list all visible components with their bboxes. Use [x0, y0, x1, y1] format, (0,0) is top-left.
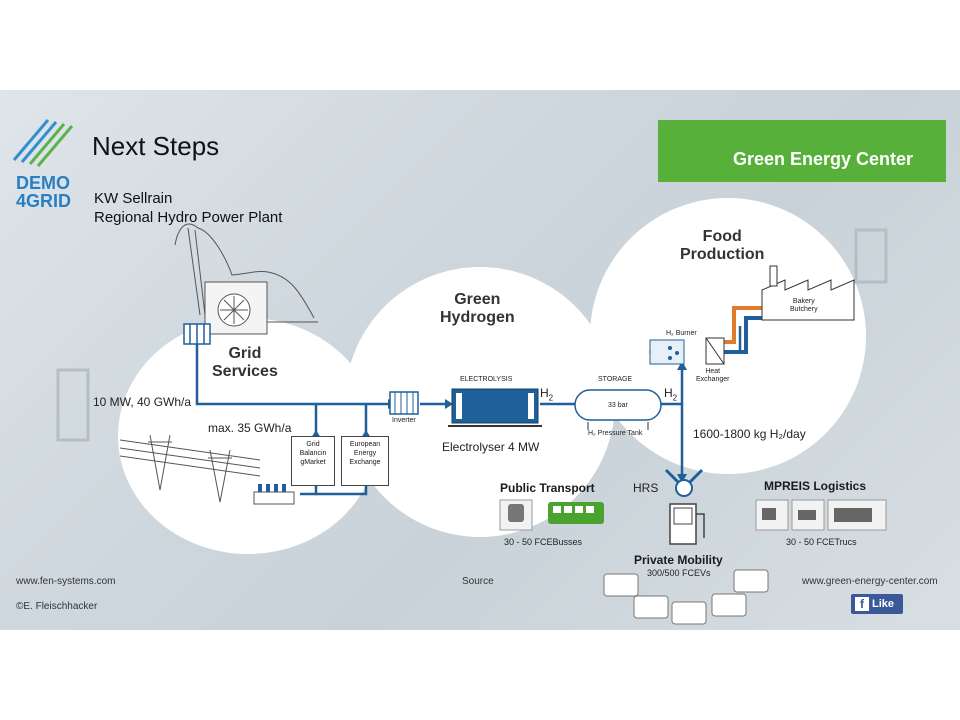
- private-mobility-count: 300/500 FCEVs: [647, 568, 711, 578]
- flow-label: 1600-1800 kg H₂/day: [693, 427, 806, 441]
- plant-line1: KW Sellrain: [94, 190, 173, 207]
- circle-food-production: [590, 198, 866, 474]
- public-transport-title: Public Transport: [500, 481, 595, 495]
- burner-label: H₂ Burner: [666, 330, 697, 337]
- footer-source: Source: [462, 576, 494, 587]
- footer-right-url[interactable]: www.green-energy-center.com: [802, 576, 938, 587]
- hrs-label: HRS: [633, 481, 659, 495]
- electrolysis-label: ELECTROLYSIS: [460, 376, 513, 383]
- green-hydrogen-line2: Hydrogen: [440, 309, 515, 326]
- brand-name: Green Energy Center: [733, 149, 914, 169]
- heat-exchanger-line2: Exchanger: [696, 376, 730, 383]
- grid-market-box: Grid Balancin gMarket: [291, 436, 335, 486]
- plant-name: KW Sellrain Regional Hydro Power Plant: [94, 189, 282, 227]
- private-mobility-title: Private Mobility: [634, 553, 723, 567]
- section-green-hydrogen: Green Hydrogen: [440, 291, 515, 327]
- energy-exchange-box: European Energy Exchange: [341, 436, 389, 486]
- footer-copyright: ©E. Fleischhacker: [16, 601, 98, 612]
- footer-left-url[interactable]: www.fen-systems.com: [16, 576, 116, 587]
- logistics-count: 30 - 50 FCETrucs: [786, 537, 857, 547]
- like-label: Like: [872, 598, 895, 610]
- storage-label: STORAGE: [598, 376, 633, 383]
- public-transport-count: 30 - 50 FCEBusses: [504, 537, 583, 547]
- plant-line2: Regional Hydro Power Plant: [94, 209, 283, 226]
- heat-exchanger-line1: Heat: [705, 368, 721, 375]
- process-diagram: [12, 119, 888, 625]
- tank-pressure: 33 bar: [608, 402, 628, 409]
- brand-banner: [658, 120, 946, 182]
- power-label: 10 MW, 40 GWh/a: [93, 395, 192, 409]
- logo: DEMO 4GRID: [16, 174, 71, 210]
- section-grid-services: Grid Services: [212, 345, 278, 381]
- logo-line2: 4GRID: [16, 191, 72, 211]
- page-title: Next Steps: [92, 131, 220, 161]
- facebook-icon: f: [855, 597, 869, 611]
- electrolyser-label: Electrolyser 4 MW: [442, 440, 540, 454]
- h2-label-1: H2: [540, 386, 553, 402]
- slide: DEMO 4GRID Next Steps KW Sellrain Region…: [0, 90, 960, 630]
- grid-services-line1: Grid: [228, 345, 262, 362]
- grid-services-line2: Services: [212, 363, 278, 380]
- logistics-title: MPREIS Logistics: [764, 479, 867, 493]
- food-production-line1: Food: [702, 228, 742, 245]
- h2-2-sub: 2: [672, 393, 678, 403]
- h2-1-sub: 2: [548, 393, 554, 403]
- bakery-line1: Bakery: [792, 298, 815, 305]
- heat-exchanger-label: Heat Exchanger: [696, 368, 729, 384]
- tank-label: H₂ Pressure Tank: [588, 430, 643, 437]
- h2-label-2: H2: [664, 386, 677, 402]
- h2-1-text: H: [540, 386, 549, 400]
- bakery-label: Bakery Butchery: [790, 298, 818, 314]
- logo-line1: DEMO: [16, 173, 70, 193]
- max-label: max. 35 GWh/a: [208, 421, 292, 435]
- h2-2-text: H: [664, 386, 673, 400]
- food-production-line2: Production: [680, 246, 765, 263]
- section-food-production: Food Production: [680, 228, 764, 264]
- bakery-line2: Butchery: [790, 306, 818, 313]
- inverter-label: Inverter: [392, 417, 416, 424]
- green-hydrogen-line1: Green: [454, 291, 501, 308]
